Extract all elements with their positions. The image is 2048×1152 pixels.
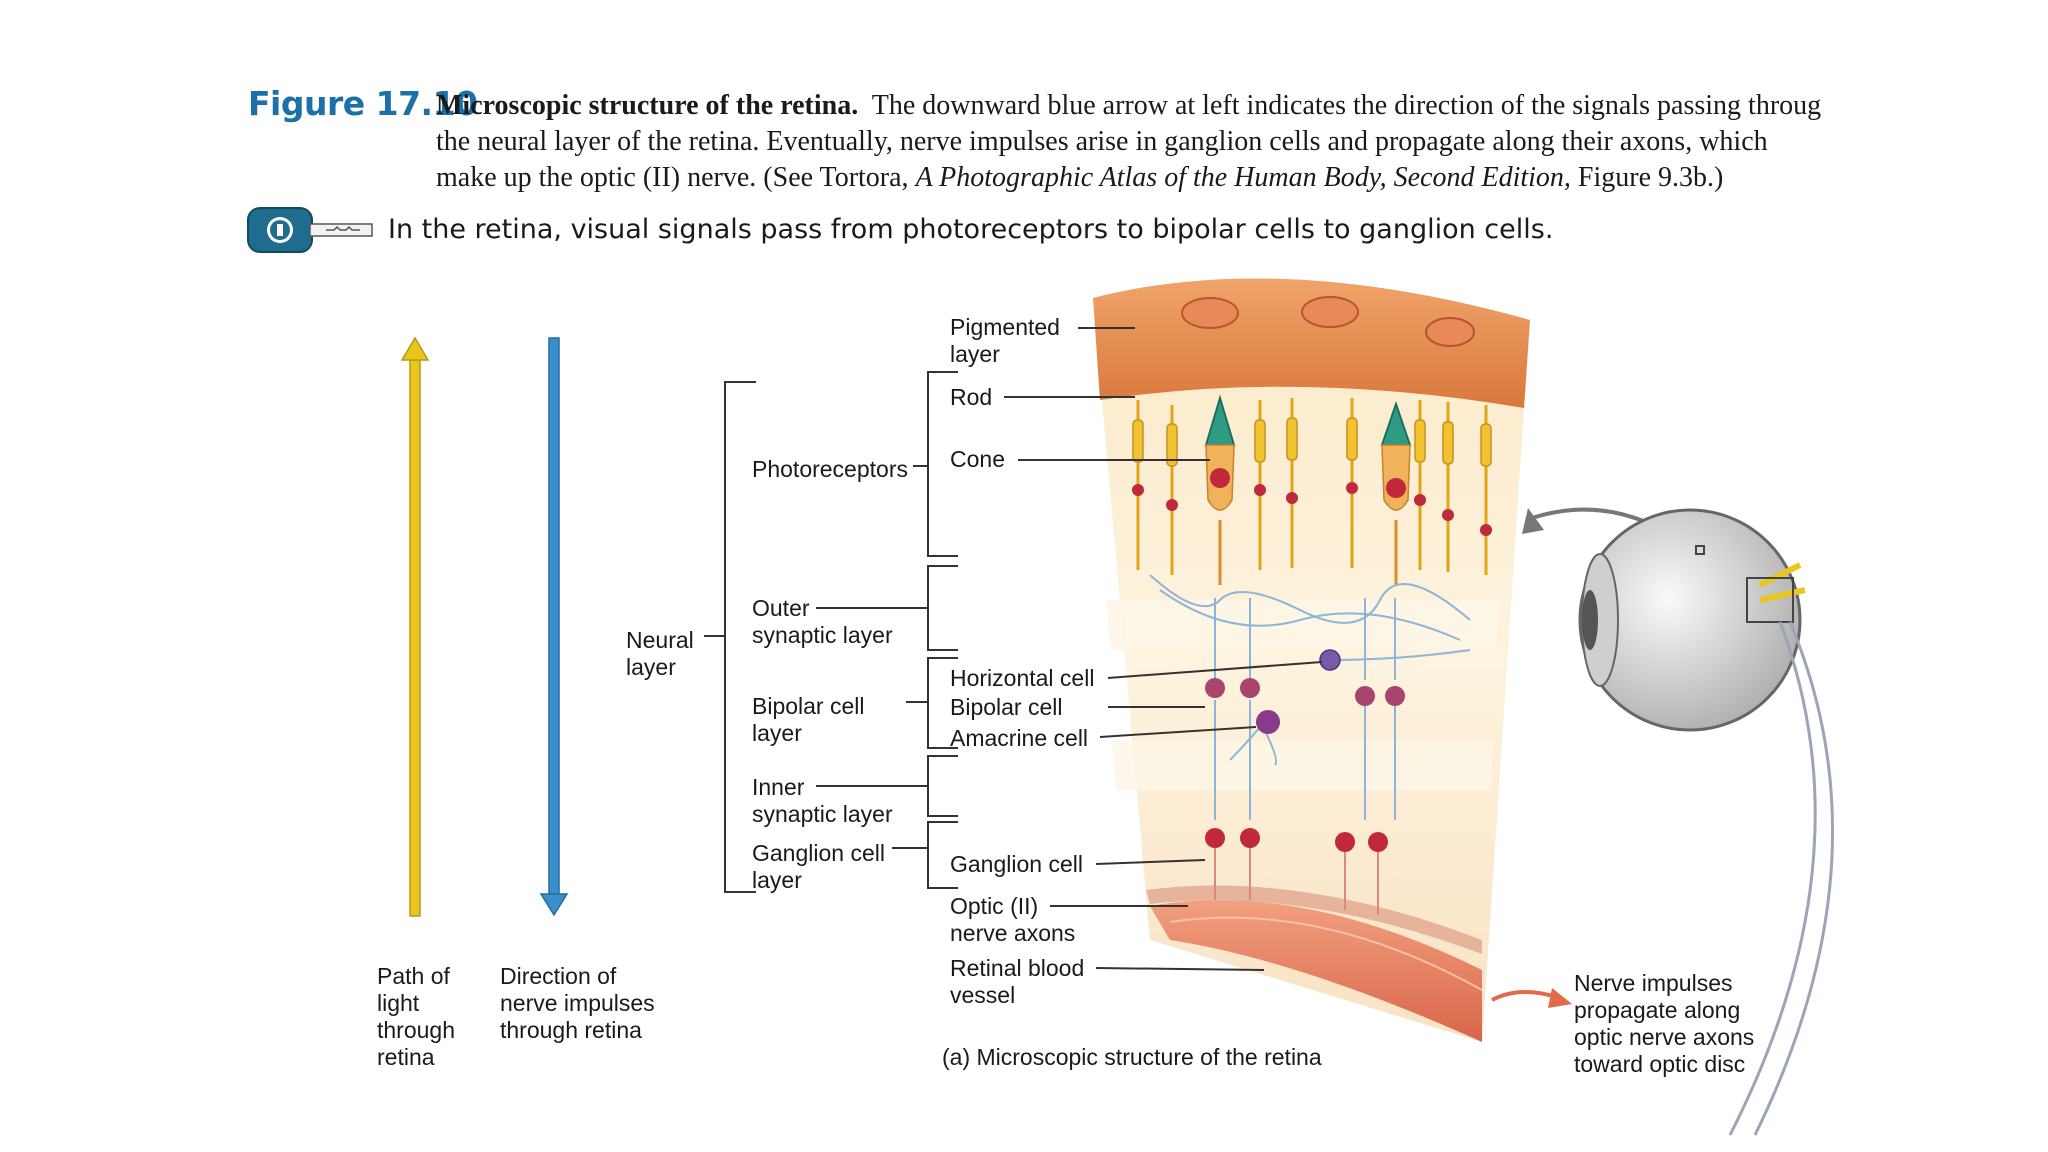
rod-label: Rod (950, 384, 993, 410)
caption-book-title: A Photographic Atlas of the Human Body, … (915, 162, 1571, 193)
caption-line-3-end: Figure 9.3b.) (1570, 162, 1724, 193)
subcaption: (a) Microscopic structure of the retina (942, 1044, 1322, 1070)
caption-line-1: The downward blue arrow at left indicate… (871, 90, 1822, 121)
synaptic-fibers (1149, 574, 1471, 820)
figure-title: Microscopic structure of the retina. (436, 90, 859, 121)
cone-label: Cone (950, 446, 1005, 472)
layer-brackets (704, 371, 958, 893)
light-path-arrow (400, 336, 430, 917)
cones (1204, 394, 1412, 585)
key-icon (247, 207, 373, 253)
impulse-direction-arrow (539, 337, 569, 917)
figure-caption: Microscopic structure of the retina. The… (436, 88, 2046, 196)
leader-lines (1004, 327, 1323, 971)
horizontal-cell-label: Horizontal cell (950, 665, 1095, 691)
photoreceptors-label: Photoreceptors (752, 456, 908, 482)
bipolar-cell-label: Bipolar cell (950, 694, 1063, 720)
rods (1132, 398, 1492, 575)
caption-line-2: the neural layer of the retina. Eventual… (436, 126, 1768, 157)
amacrine-cell-label: Amacrine cell (950, 725, 1089, 751)
inner-cells (1205, 649, 1405, 915)
key-concept-text: In the retina, visual signals pass from … (388, 214, 1554, 245)
figure-number: Figure 17.10 (248, 84, 478, 123)
optic-nerve-axons-label: Optic (II)nerve axons (950, 893, 1076, 946)
retina-section (1093, 278, 1530, 1042)
caption-line-3: make up the optic (II) nerve. (See Torto… (436, 162, 916, 193)
eyeball-illustration (1578, 508, 1835, 1136)
ganglion-cell-label: Ganglion cell (950, 851, 1083, 877)
